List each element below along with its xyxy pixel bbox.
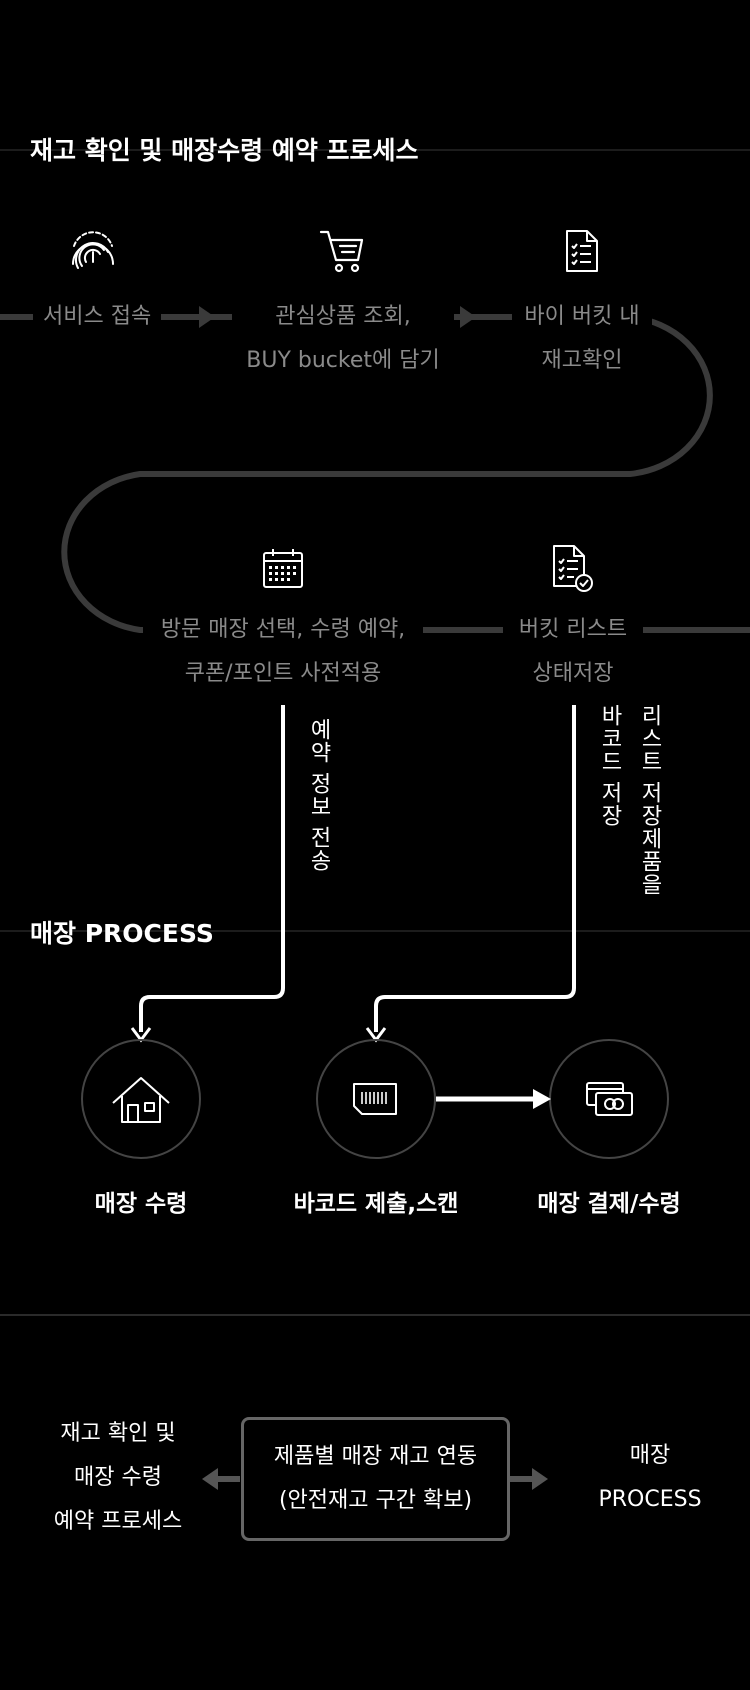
connector-label-line: 리스트 저장제품을 <box>637 704 662 896</box>
summary-arrow-right <box>532 1468 548 1490</box>
summary-left-line: 예약 프로세스 <box>53 1509 183 1534</box>
step-line-text: 관심상품 조회, <box>232 295 454 339</box>
calendar-icon <box>263 549 303 588</box>
barcode-to-payment-arrow <box>533 1089 551 1109</box>
step-line: 서비스 접속 <box>33 295 162 339</box>
step-line: BUY bucket에 담기 <box>246 348 440 373</box>
step-service-access: 서비스 접속 <box>33 295 162 339</box>
track-arrow-2 <box>460 306 476 328</box>
step-line: 쿠폰/포인트 사전적용 <box>184 661 382 686</box>
summary-left-line: 매장 수령 <box>74 1465 162 1490</box>
summary-right-line: 매장 <box>629 1443 671 1468</box>
cart-icon <box>319 230 364 273</box>
checked-document-icon <box>553 545 593 592</box>
summary-left-line: 재고 확인 및 <box>60 1421 176 1446</box>
summary-center-line: 제품별 매장 재고 연동 <box>273 1444 478 1469</box>
step-stock-check: 바이 버킷 내 재고확인 <box>512 295 652 383</box>
store-pickup-label: 매장 수령 <box>94 1191 188 1217</box>
track-arrow-1 <box>199 306 215 328</box>
step-line: 상태저장 <box>532 661 614 686</box>
fingerprint-icon <box>72 231 114 269</box>
payment-icon <box>586 1082 633 1116</box>
step-line: 방문 매장 선택, 수령 예약, <box>143 608 423 652</box>
store-icon <box>112 1077 170 1123</box>
process-track <box>0 314 750 633</box>
connector-barcode <box>374 705 576 1032</box>
step-line-text: 바이 버킷 내 <box>512 295 652 339</box>
step-line: 바이 버킷 내 <box>512 295 652 339</box>
step-line: 버킷 리스트 <box>503 608 643 652</box>
summary-right: 매장 PROCESS <box>570 1434 730 1522</box>
connector-label-barcode: 리스트 저장제품을 바코드 저장 <box>589 704 669 896</box>
barcode-submit-label: 바코드 제출,스캔 <box>293 1191 459 1217</box>
barcode-icon <box>353 1083 397 1115</box>
step-line: 재고확인 <box>541 348 623 373</box>
summary-right-line: PROCESS <box>598 1487 702 1512</box>
connector-label-line: 바코드 저장 <box>597 704 622 827</box>
barcode-circle <box>316 1039 436 1159</box>
payment-label: 매장 결제/수령 <box>537 1191 681 1217</box>
connector-reservation <box>139 705 285 1032</box>
section1-title: 재고 확인 및 매장수령 예약 프로세스 <box>30 136 419 165</box>
section2-title: 매장 PROCESS <box>30 919 214 948</box>
summary-arrow-left <box>202 1468 218 1490</box>
summary-center-box: 제품별 매장 재고 연동 (안전재고 구간 확보) <box>241 1417 510 1541</box>
summary-center-line: (안전재고 구간 확보) <box>278 1488 473 1513</box>
step-line-text: 방문 매장 선택, 수령 예약, <box>143 608 423 652</box>
step-line-text: 버킷 리스트 <box>503 608 643 652</box>
step-browse-products: 관심상품 조회, BUY bucket에 담기 <box>232 295 454 383</box>
connector-label-line: 예약 정보 전송 <box>306 718 331 872</box>
summary-left: 재고 확인 및 매장 수령 예약 프로세스 <box>38 1412 198 1544</box>
connector-label-reservation: 예약 정보 전송 <box>298 718 338 872</box>
step-line: 관심상품 조회, <box>232 295 454 339</box>
store-pickup-circle <box>81 1039 201 1159</box>
step-bucket-save: 버킷 리스트 상태저장 <box>503 608 643 696</box>
checklist-document-icon <box>566 230 598 272</box>
step-store-reservation: 방문 매장 선택, 수령 예약, 쿠폰/포인트 사전적용 <box>143 608 423 696</box>
